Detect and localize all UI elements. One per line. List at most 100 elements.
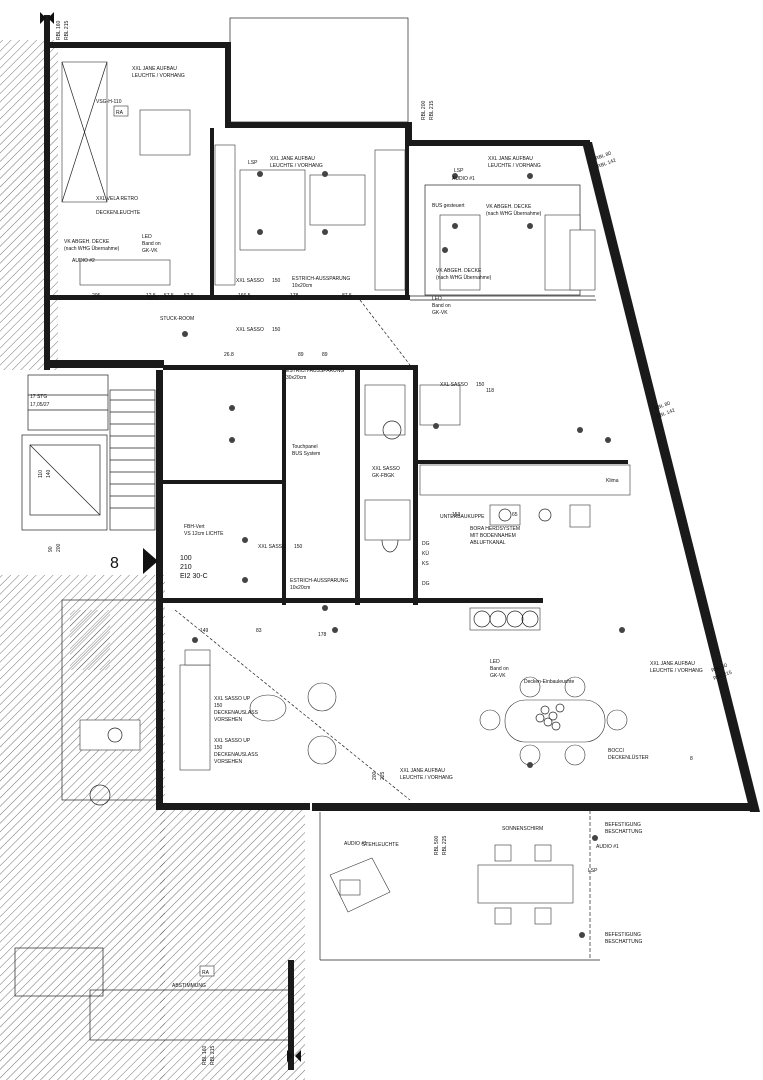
fixture-note: VORSEHEN bbox=[214, 717, 242, 723]
stair-treads bbox=[109, 389, 156, 531]
stair-label: 17 STG bbox=[30, 394, 47, 400]
fixture-note: 10x20cm bbox=[290, 585, 310, 591]
fixture-note: VK ABGEH. DECKE bbox=[64, 239, 110, 245]
fixture-note: 150 bbox=[476, 382, 485, 388]
door-dim: 200 bbox=[56, 543, 62, 552]
fixture-note: XXL JANE AUFBAU bbox=[270, 156, 315, 162]
fixture-note: Decken-Einbauleuchte bbox=[524, 679, 575, 685]
fixture-note: SONNENSCHIRM bbox=[502, 826, 543, 832]
fixture-note: LED bbox=[142, 234, 152, 240]
dimension-label: 52.5 bbox=[184, 293, 194, 299]
ra-tag: RA bbox=[116, 110, 124, 116]
door-dim: 90 bbox=[48, 546, 54, 552]
fixture-note: ABSTIMMUNG bbox=[172, 983, 206, 989]
fixture-note: LSP bbox=[588, 868, 598, 874]
fixture-note: LEUCHTE / VORHANG bbox=[400, 775, 453, 781]
elevation-label: RBL 160 bbox=[202, 1046, 208, 1065]
fixture-note: AUDIO #2 bbox=[72, 258, 95, 264]
dimension-label: 178 bbox=[318, 632, 327, 638]
dimension-label: 26.8 bbox=[224, 352, 234, 358]
elevation-label: RBL 225 bbox=[442, 836, 448, 855]
elevation-label: RBL 215 bbox=[210, 1046, 216, 1065]
kitchen-code: DG bbox=[422, 541, 430, 547]
dimension-label: 83 bbox=[256, 628, 262, 634]
kitchen-code: KÜ bbox=[422, 550, 429, 557]
fixture-note: FBH-Vert bbox=[184, 524, 205, 530]
fixture-note: LSP bbox=[454, 168, 464, 174]
entrance-door-label: 100 bbox=[180, 555, 192, 562]
fixture-note: XXL SASSO bbox=[440, 382, 468, 388]
fixture-note: Band on bbox=[142, 241, 161, 247]
fixture-note: LEUCHTE / VORHANG bbox=[132, 73, 185, 79]
fixture-note: XXL JANE AUFBAU bbox=[488, 156, 533, 162]
fixture-note: GK-VK bbox=[490, 673, 506, 679]
fixture-note: ESTRICH-AUSSPARUNG bbox=[292, 276, 350, 282]
fixture-note: DECKENLEUCHTE bbox=[96, 210, 141, 216]
dining-table bbox=[504, 699, 606, 743]
elevation-label: RBL 200 bbox=[421, 101, 427, 120]
dimension-label: 225 bbox=[380, 771, 386, 780]
fixture-note: XXL SASSO UP bbox=[214, 696, 251, 702]
fixture-note: GK-FBGK bbox=[372, 473, 395, 479]
fixture-note: XXL VELA RETRO bbox=[96, 196, 138, 202]
terrace-table bbox=[477, 864, 574, 904]
terrace-edge-wall bbox=[312, 803, 757, 811]
apartment-number: 8 bbox=[110, 555, 119, 572]
sofa bbox=[179, 664, 211, 771]
dimension-label: 205 bbox=[92, 293, 101, 299]
fixture-note: UNTERBAUKUPPE bbox=[440, 514, 485, 520]
bocci-chandelier bbox=[535, 703, 565, 731]
bottom-hatched-area bbox=[160, 810, 305, 1080]
fixture-note: 10x20cm bbox=[292, 283, 312, 289]
elevation-label: RBL 50 bbox=[711, 663, 729, 674]
fixture-note: 150 bbox=[294, 544, 303, 550]
fixture-note: (nach WHG Übernahme) bbox=[486, 210, 542, 217]
kitchen-code: DG bbox=[422, 581, 430, 587]
grid-axis-left bbox=[44, 15, 50, 370]
fixture-note: LEUCHTE / VORHANG bbox=[270, 163, 323, 169]
stair-label: 17,05/27 bbox=[30, 402, 50, 408]
ra-tag: RA bbox=[202, 970, 210, 976]
right-exterior-wall bbox=[582, 142, 760, 812]
dimension-label: 166.5 bbox=[238, 293, 251, 299]
fixture-note: LEUCHTE / VORHANG bbox=[488, 163, 541, 169]
fixture-note: XXL SASSO bbox=[258, 544, 286, 550]
fixture-note: AUDIO #1 bbox=[344, 841, 367, 847]
entrance-door-label: EI2 30-C bbox=[180, 573, 208, 580]
fixture-note: XXL JANE AUFBAU bbox=[650, 661, 695, 667]
fixture-note: VORSEHEN bbox=[214, 759, 242, 765]
fixture-note: BEFESTIGUNG bbox=[605, 932, 641, 938]
fixture-note: Klima bbox=[606, 478, 619, 484]
light-points bbox=[182, 171, 625, 938]
fixture-note: DECKENAUSLASS bbox=[214, 752, 259, 758]
fixture-note: VS 12cm LICHTE bbox=[184, 531, 224, 537]
fixture-note: STUCK-ROOM bbox=[160, 316, 194, 322]
fixture-note: Touchpanel bbox=[292, 444, 318, 450]
elevation-label: RBL 160 bbox=[56, 21, 62, 40]
dimension-label: 153 bbox=[452, 512, 461, 518]
fixture-note: 150 bbox=[272, 327, 281, 333]
fixture-note: LEUCHTE / VORHANG bbox=[650, 668, 703, 674]
fixture-note: XXL SASSO UP bbox=[214, 738, 251, 744]
elevation-label: RBL 80 bbox=[595, 151, 613, 162]
fixture-note: MIT BODENNAHEM bbox=[470, 533, 516, 539]
elevator-dim: 140 bbox=[46, 469, 52, 478]
fixture-note: STEHLEUCHTE bbox=[362, 842, 399, 848]
fixture-note: BUS System bbox=[292, 451, 320, 457]
fixture-note: VSG-H-110 bbox=[96, 99, 122, 105]
fixture-note: DECKENAUSLASS bbox=[214, 710, 259, 716]
coffee-table bbox=[249, 694, 287, 722]
fixture-note: (nach WHG Übernahme) bbox=[436, 274, 492, 281]
fixture-note: GK-VK bbox=[432, 310, 448, 316]
dimension-label: 89 bbox=[322, 352, 328, 358]
dimension-label: 118 bbox=[486, 388, 494, 394]
dimension-label: 8 bbox=[690, 756, 693, 762]
fixture-note: BESCHATTUNG bbox=[605, 829, 643, 835]
elevator-shaft bbox=[21, 434, 108, 531]
fixture-note: AUDIO #1 bbox=[452, 176, 475, 182]
fixture-note: VK ABGEH. DECKE bbox=[436, 268, 482, 274]
fixture-note: VK ABGEH. DECKE bbox=[486, 204, 532, 210]
fixture-note: GK-VK bbox=[142, 248, 158, 254]
dimension-label: 65 bbox=[512, 512, 518, 518]
